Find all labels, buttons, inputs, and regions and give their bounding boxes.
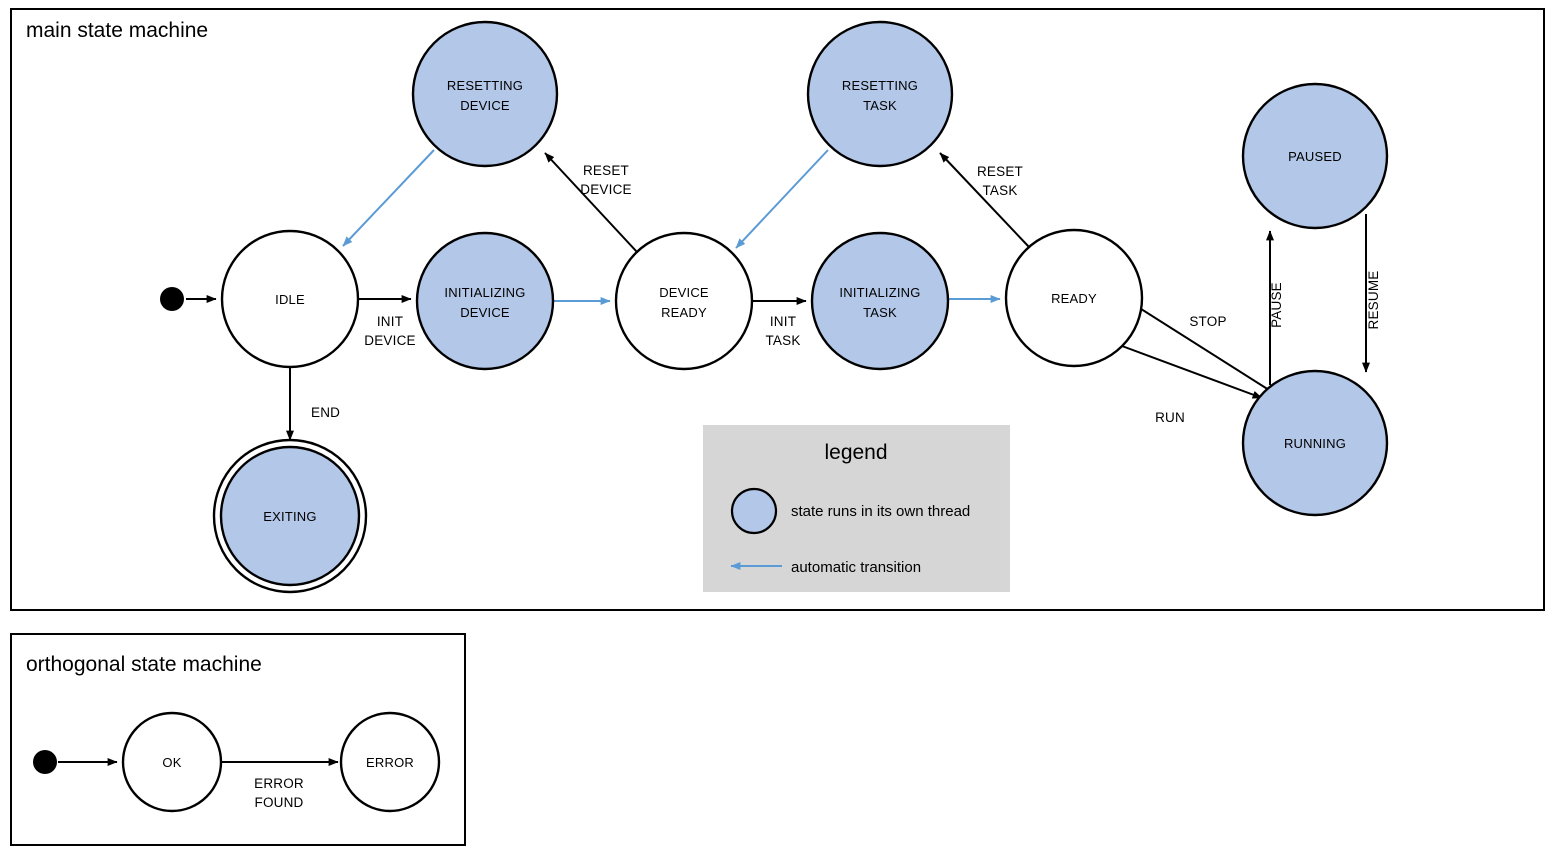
state-resetting-device-label-line1: RESETTING xyxy=(447,78,523,93)
state-initializing-device[interactable] xyxy=(415,231,555,371)
edge-label-reset-device-line1: RESET xyxy=(583,163,629,178)
edge-label-reset-device-line2: DEVICE xyxy=(580,182,631,197)
state-running-label: RUNNING xyxy=(1284,436,1346,451)
orthogonal-initial-state-dot xyxy=(33,750,57,774)
edge-label-init-task-line1: INIT xyxy=(770,314,796,329)
state-resetting-task-label-line2: TASK xyxy=(863,98,897,113)
state-resetting-task-label-line1: RESETTING xyxy=(842,78,918,93)
edge-label-reset-task-line2: TASK xyxy=(982,183,1017,198)
initial-state-dot xyxy=(160,287,184,311)
transition-ready-to-running xyxy=(1121,345,1263,399)
state-ok-label: OK xyxy=(162,755,181,770)
state-device-ready-label-line2: READY xyxy=(661,305,707,320)
transition-resetting-device-to-idle xyxy=(342,149,435,247)
edge-label-resume: RESUME xyxy=(1366,271,1381,330)
state-device-ready[interactable] xyxy=(614,231,754,371)
legend-title: legend xyxy=(824,441,887,464)
state-paused[interactable] xyxy=(1241,82,1389,230)
state-paused-label: PAUSED xyxy=(1288,149,1342,164)
edge-label-pause: PAUSE xyxy=(1269,282,1284,328)
edge-label-init-task-line2: TASK xyxy=(765,333,800,348)
edge-label-error-found-line2: FOUND xyxy=(255,795,304,810)
state-exiting[interactable] xyxy=(219,445,361,587)
transition-ready-to-resetting-task xyxy=(939,152,1030,248)
edge-label-end: END xyxy=(311,405,340,420)
state-resetting-device[interactable] xyxy=(411,20,559,168)
state-initializing-device-label-line2: DEVICE xyxy=(460,305,510,320)
state-idle[interactable] xyxy=(220,229,360,369)
state-error-label: ERROR xyxy=(366,755,414,770)
state-initializing-task[interactable] xyxy=(810,231,950,371)
state-initializing-device-label-line1: INITIALIZING xyxy=(444,285,525,300)
state-initializing-task-label-line1: INITIALIZING xyxy=(839,285,920,300)
state-ok[interactable] xyxy=(121,711,223,813)
state-exiting-label: EXITING xyxy=(263,509,316,524)
orthogonal-state-machine-title: orthogonal state machine xyxy=(26,653,262,676)
state-initializing-task-label-line2: TASK xyxy=(863,305,897,320)
transition-resetting-task-to-device-ready xyxy=(735,149,829,249)
edge-label-run: RUN xyxy=(1155,410,1185,425)
state-running[interactable] xyxy=(1241,369,1389,517)
edge-label-stop: STOP xyxy=(1189,314,1226,329)
edge-label-init-device-line2: DEVICE xyxy=(364,333,415,348)
state-device-ready-label-line1: DEVICE xyxy=(659,285,709,300)
state-idle-label: IDLE xyxy=(275,292,305,307)
transition-running-to-ready xyxy=(1129,301,1270,391)
state-ready[interactable] xyxy=(1004,228,1144,368)
state-ready-label: READY xyxy=(1051,291,1097,306)
legend-item-auto-label: automatic transition xyxy=(791,559,921,576)
transition-device-ready-to-resetting-device xyxy=(544,152,638,253)
main-state-machine-frame xyxy=(10,8,1545,611)
legend-item-thread-label: state runs in its own thread xyxy=(791,503,970,520)
legend-thread-circle-icon xyxy=(730,487,778,535)
main-state-machine-title: main state machine xyxy=(26,19,208,42)
state-resetting-device-label-line2: DEVICE xyxy=(460,98,510,113)
state-error[interactable] xyxy=(339,711,441,813)
orthogonal-state-machine-frame xyxy=(10,633,466,846)
edge-label-error-found-line1: ERROR xyxy=(254,776,304,791)
edge-label-init-device-line1: INIT xyxy=(377,314,403,329)
edge-label-reset-task-line1: RESET xyxy=(977,164,1023,179)
state-resetting-task[interactable] xyxy=(806,20,954,168)
